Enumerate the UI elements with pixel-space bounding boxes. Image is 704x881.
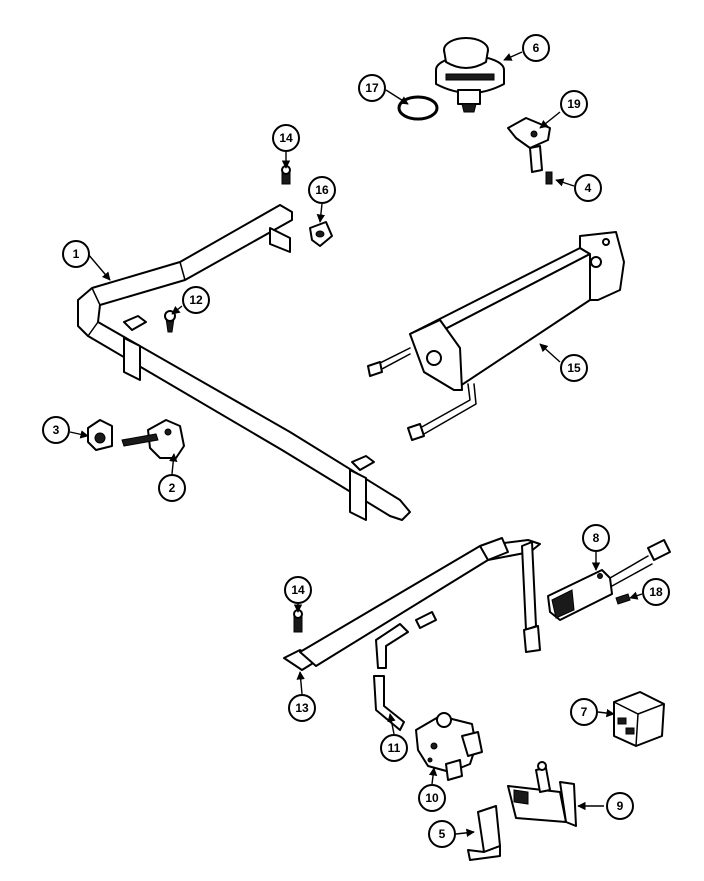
svg-text:2: 2 bbox=[169, 481, 176, 495]
callout-7: 7 bbox=[570, 698, 598, 726]
svg-text:12: 12 bbox=[189, 293, 203, 307]
screw-part-14-top bbox=[281, 165, 291, 185]
callout-14-lower: 14 bbox=[284, 576, 312, 604]
callout-12: 12 bbox=[182, 286, 210, 314]
switch-block-part-7 bbox=[613, 691, 665, 747]
svg-text:5: 5 bbox=[439, 827, 446, 841]
callout-5: 5 bbox=[428, 820, 456, 848]
small-bracket-part-5 bbox=[467, 805, 501, 861]
oven-burner-part-15 bbox=[367, 231, 625, 441]
callout-15: 15 bbox=[560, 354, 588, 382]
callout-18: 18 bbox=[642, 578, 670, 606]
orifice-part-16 bbox=[309, 221, 333, 247]
svg-text:16: 16 bbox=[315, 183, 329, 197]
svg-text:19: 19 bbox=[567, 97, 581, 111]
callout-17: 17 bbox=[358, 74, 386, 102]
callout-14-top: 14 bbox=[272, 124, 300, 152]
svg-text:10: 10 bbox=[425, 791, 439, 805]
manifold-bar-part-1 bbox=[77, 204, 411, 521]
callout-4: 4 bbox=[574, 174, 602, 202]
svg-text:18: 18 bbox=[649, 585, 663, 599]
tube-bracket-part-13 bbox=[283, 537, 541, 671]
svg-text:4: 4 bbox=[585, 181, 592, 195]
leader-lines bbox=[69, 51, 643, 838]
o-ring-part-17 bbox=[397, 95, 439, 121]
svg-text:17: 17 bbox=[365, 81, 379, 95]
hose-part-11 bbox=[373, 611, 437, 731]
screw-part-14-lower bbox=[293, 609, 303, 633]
svg-text:1: 1 bbox=[73, 247, 80, 261]
valve-clip-part-2 bbox=[121, 419, 185, 459]
callout-10: 10 bbox=[418, 784, 446, 812]
svg-text:15: 15 bbox=[567, 361, 581, 375]
screw-part-18 bbox=[615, 593, 631, 605]
bracket-switch-part-9 bbox=[507, 761, 577, 827]
ignition-module-part-8 bbox=[547, 539, 671, 621]
callout-1: 1 bbox=[62, 240, 90, 268]
callout-16: 16 bbox=[308, 176, 336, 204]
callout-8: 8 bbox=[582, 524, 610, 552]
screw-part-4 bbox=[545, 171, 553, 185]
callout-13: 13 bbox=[288, 694, 316, 722]
callout-6: 6 bbox=[522, 34, 550, 62]
electrode-bracket-part-19 bbox=[507, 117, 551, 173]
callout-11: 11 bbox=[380, 734, 408, 762]
callout-3: 3 bbox=[42, 416, 70, 444]
svg-text:13: 13 bbox=[295, 701, 309, 715]
svg-text:14: 14 bbox=[291, 583, 305, 597]
callout-2: 2 bbox=[158, 474, 186, 502]
callout-19: 19 bbox=[560, 90, 588, 118]
svg-text:6: 6 bbox=[533, 41, 540, 55]
svg-text:8: 8 bbox=[593, 531, 600, 545]
pressure-regulator-part-10 bbox=[415, 712, 483, 781]
screw-part-12 bbox=[164, 310, 176, 333]
callout-9: 9 bbox=[606, 792, 634, 820]
burner-cap-part-6 bbox=[435, 37, 505, 113]
svg-text:9: 9 bbox=[617, 799, 624, 813]
svg-text:14: 14 bbox=[279, 131, 293, 145]
svg-text:7: 7 bbox=[581, 705, 588, 719]
nut-part-3 bbox=[87, 419, 113, 451]
svg-text:11: 11 bbox=[388, 741, 401, 755]
svg-text:3: 3 bbox=[53, 423, 60, 437]
